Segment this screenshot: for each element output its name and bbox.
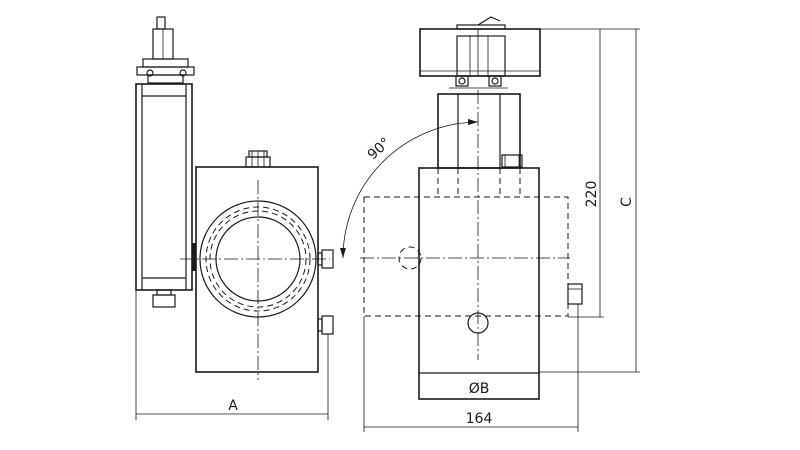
bottom-fitting [152, 289, 176, 308]
actuator-head [419, 16, 541, 89]
actuator-fitting [136, 16, 195, 84]
dimension-164: 164 [363, 304, 579, 432]
dimension-b: ØB [469, 381, 490, 397]
dimension-164-label: 164 [466, 411, 493, 427]
angle-label: 90° [365, 135, 394, 164]
dimension-c-label: C [619, 197, 635, 207]
front-view: 90° ØB 164 220 C [340, 16, 640, 432]
dimension-b-label: ØB [469, 381, 490, 397]
valve-body-front [360, 167, 583, 400]
valve-body-side [180, 150, 334, 380]
actuator-cylinder [135, 83, 196, 291]
dimension-c: C [539, 28, 640, 373]
side-view: A [135, 16, 334, 420]
dimension-220: 220 [540, 28, 604, 318]
dimension-220-label: 220 [584, 181, 600, 208]
actuator-column [437, 90, 523, 360]
dimension-a: A [135, 290, 329, 420]
angle-indicator: 90° [340, 119, 479, 259]
dimension-a-label: A [228, 398, 238, 414]
